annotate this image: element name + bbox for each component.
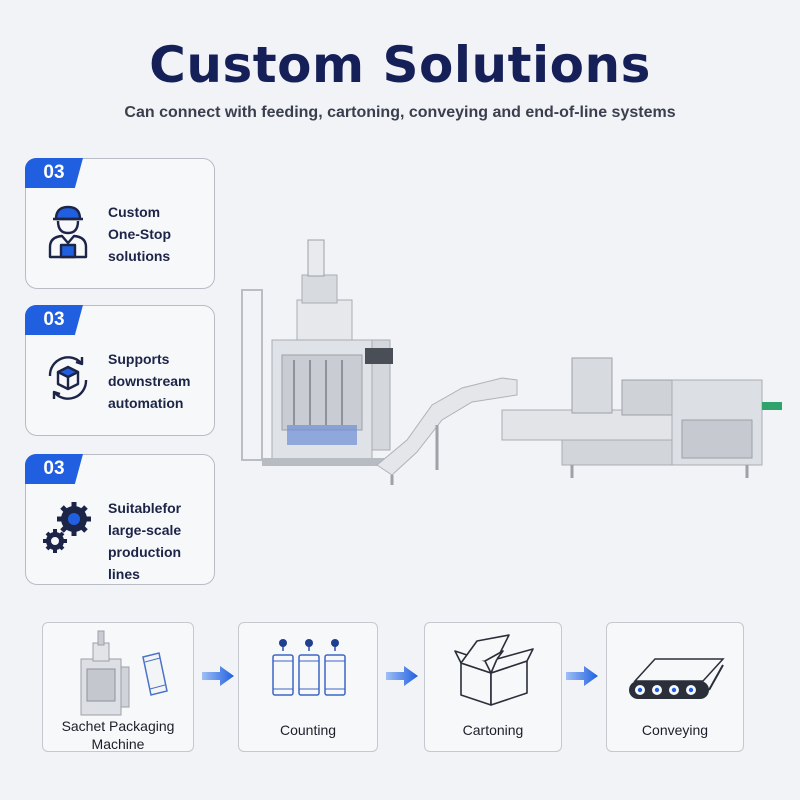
- feature-card-one-stop: 03 Custom One-Stop solutions: [25, 158, 215, 289]
- feature-card-large-scale: 03 Suitablefor large-scale production li…: [25, 454, 215, 585]
- arrow-right-icon: [386, 666, 418, 686]
- flow-step-packaging: Sachet Packaging Machine: [42, 622, 194, 752]
- page-title: Custom Solutions: [149, 36, 651, 94]
- feature-badge: 03: [25, 305, 83, 335]
- flow-step-cartoning: Cartoning: [424, 622, 562, 752]
- carton-box-icon: [454, 634, 534, 706]
- flow-step-counting: Counting: [238, 622, 378, 752]
- feature-text: Supports downstream automation: [108, 351, 191, 411]
- arrow-right-icon: [202, 666, 234, 686]
- page-subtitle: Can connect with feeding, cartoning, con…: [124, 104, 676, 121]
- box-cycle-icon: [48, 356, 88, 400]
- flow-step-conveying: Conveying: [606, 622, 744, 752]
- flow-step-label: Counting: [279, 722, 337, 738]
- flow-step-label: Cartoning: [462, 722, 524, 738]
- gears-icon: [43, 502, 91, 553]
- feature-badge: 03: [25, 158, 83, 188]
- feature-text: Suitablefor large-scale production lines: [108, 500, 182, 582]
- feature-badge: 03: [25, 454, 83, 484]
- packaging-machine-icon: [80, 630, 168, 716]
- production-line-illustration: [241, 239, 782, 485]
- flow-step-label: Sachet Packaging Machine: [61, 718, 175, 752]
- feature-text: Custom One-Stop solutions: [108, 204, 171, 264]
- sachets-icon: [272, 639, 346, 696]
- incline-conveyor-illustration: [376, 377, 518, 485]
- arrow-right-icon: [566, 666, 598, 686]
- conveyor-icon: [629, 658, 725, 699]
- feature-card-automation: 03 Supports downstream automation: [25, 305, 215, 436]
- cartoning-machine-illustration: [501, 357, 782, 478]
- worker-icon: [48, 205, 88, 259]
- flow-step-label: Conveying: [641, 722, 709, 738]
- packaging-machine-illustration: [241, 239, 393, 466]
